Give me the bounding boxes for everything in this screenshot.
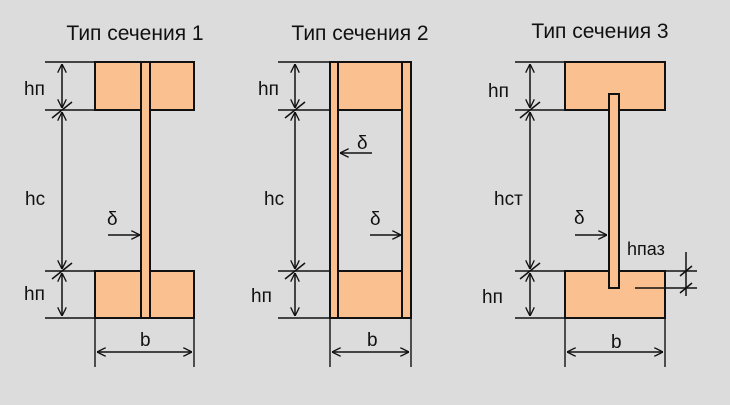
section-3-label-groove-depth: hпаз — [627, 239, 665, 259]
section-3-label-bottom-flange: hп — [482, 287, 503, 308]
section-3-label-width: b — [611, 332, 622, 353]
section-2-bottom-flange — [329, 270, 412, 319]
section-1: Тип сечения 1 hп hс hп δ b — [24, 22, 204, 367]
section-2-label-thickness-top: δ — [357, 133, 368, 154]
section-2-title: Тип сечения 2 — [291, 22, 428, 45]
section-1-label-web-height: hс — [25, 189, 45, 210]
section-3-label-top-flange: hп — [488, 81, 509, 102]
section-2-label-top-flange: hп — [258, 79, 279, 100]
section-2-right-web — [401, 61, 412, 319]
section-1-web — [140, 61, 151, 319]
section-1-label-width: b — [140, 330, 151, 351]
section-2-label-web-height: hс — [264, 189, 284, 210]
section-2-label-bottom-flange: hп — [251, 286, 272, 307]
section-3-label-thickness: δ — [574, 208, 585, 229]
section-3-label-web-height: hст — [494, 189, 523, 210]
section-2-top-flange — [329, 61, 412, 111]
section-1-label-thickness: δ — [107, 209, 118, 230]
section-2-label-width: b — [367, 330, 378, 351]
section-3-web — [608, 93, 620, 289]
section-3-title: Тип сечения 3 — [531, 20, 668, 43]
section-3: Тип сечения 3 hп hст hп δ hпаз b — [482, 20, 697, 367]
section-2-label-thickness-mid: δ — [370, 209, 381, 230]
section-2-left-web — [329, 61, 339, 319]
section-1-label-bottom-flange: hп — [24, 284, 45, 305]
section-1-title: Тип сечения 1 — [66, 22, 203, 45]
section-1-label-top-flange: hп — [24, 79, 45, 100]
section-2: Тип сечения 2 hп hс hп δ δ b — [251, 22, 429, 367]
